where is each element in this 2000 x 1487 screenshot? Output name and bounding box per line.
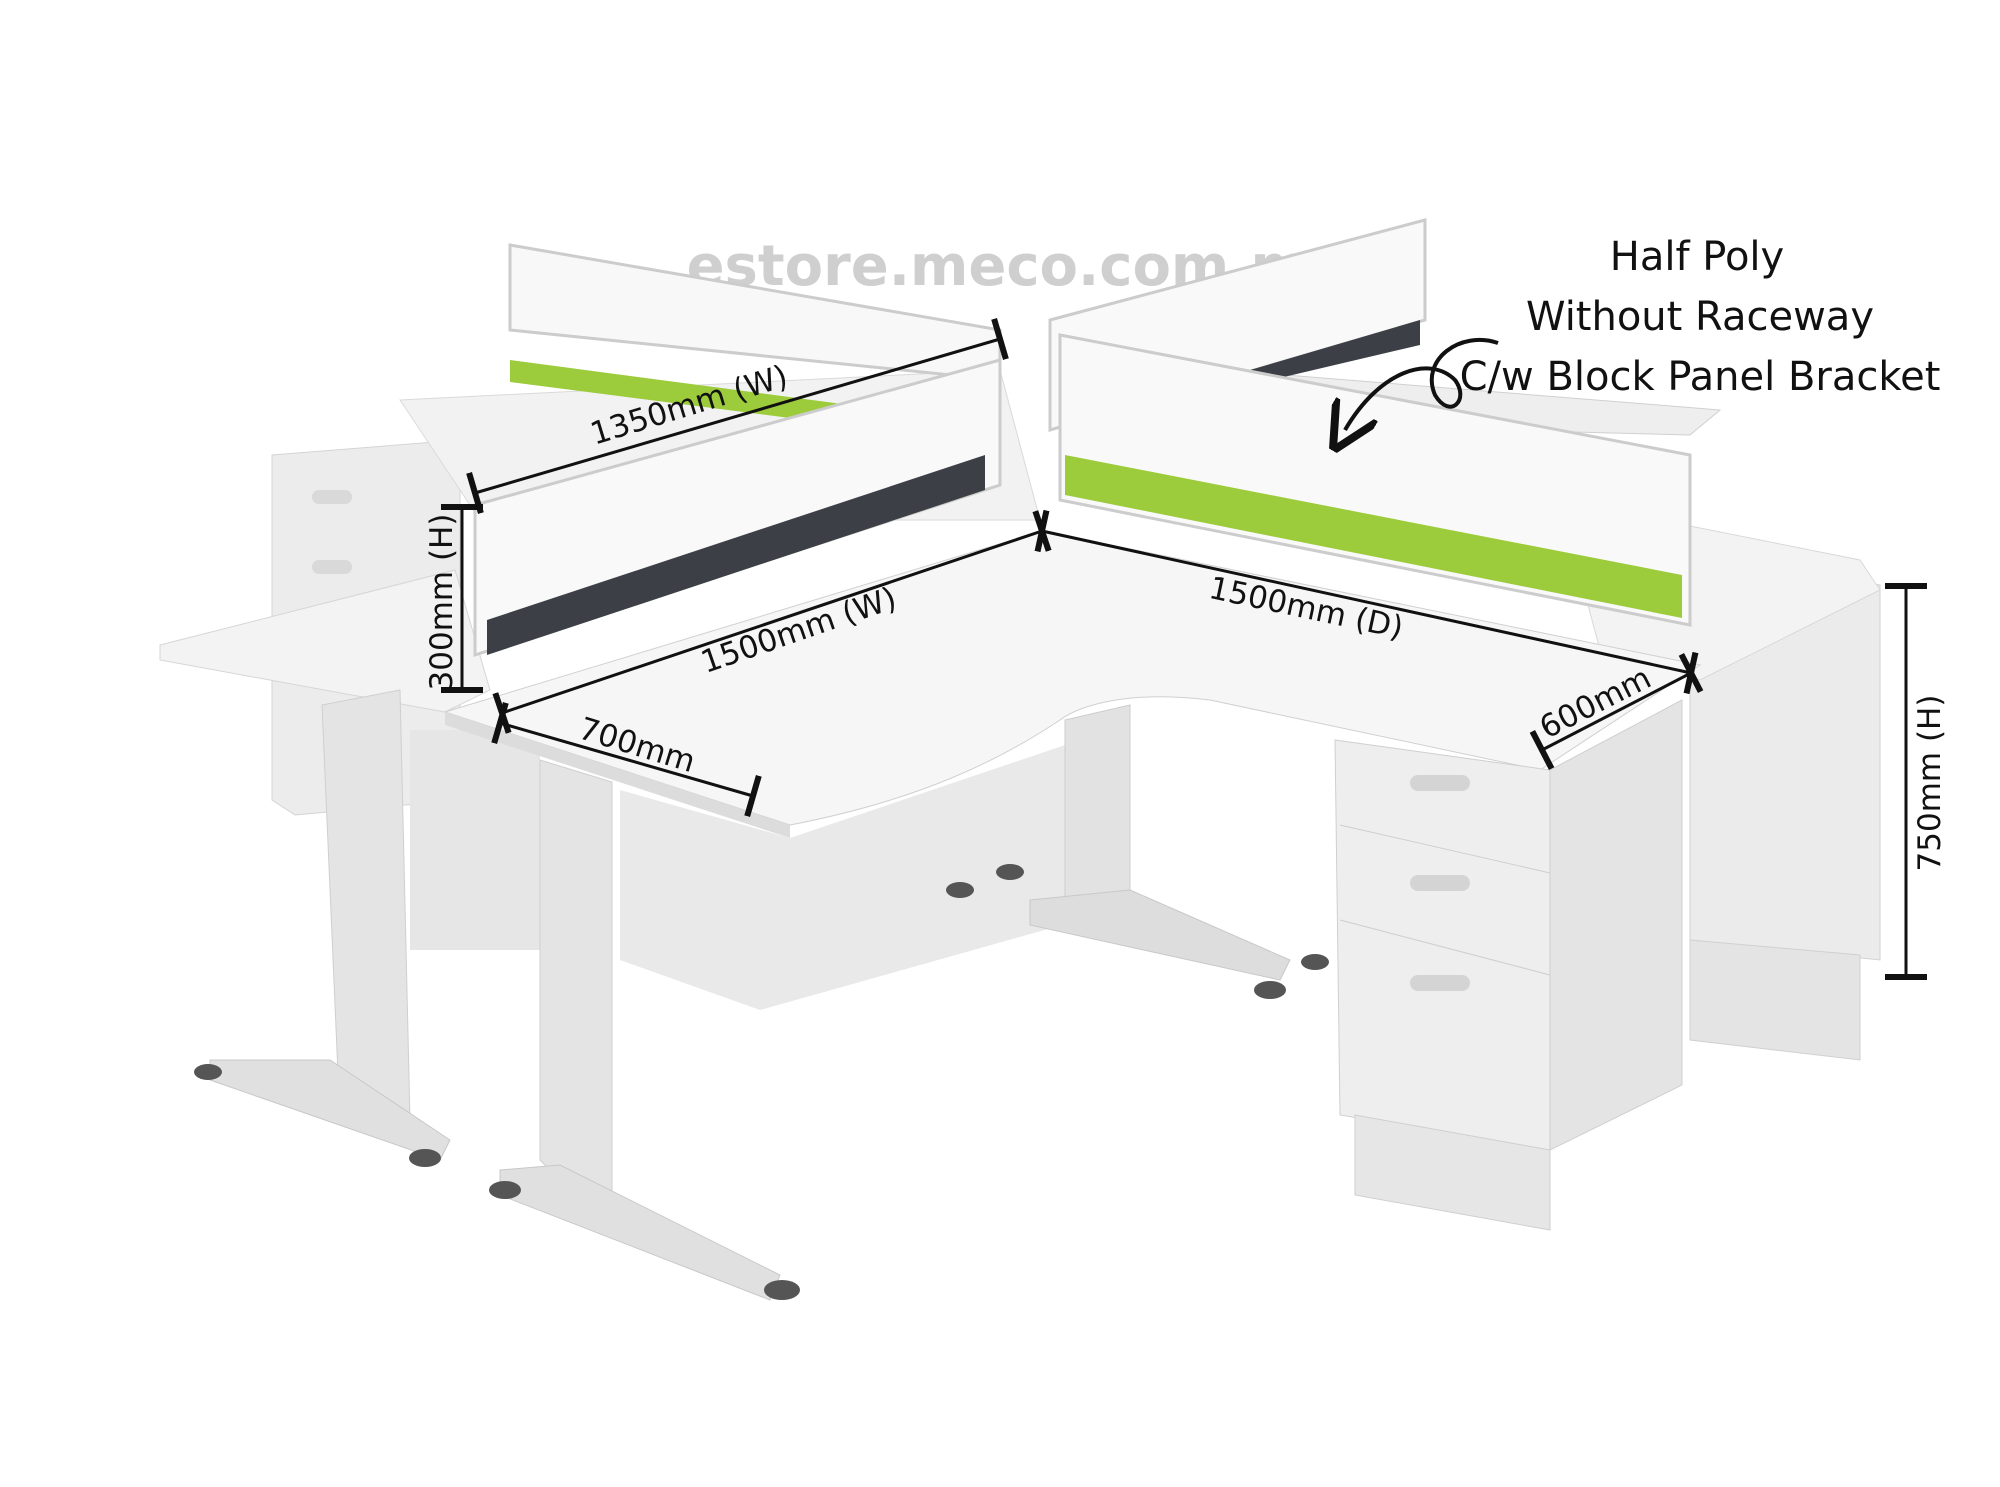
left-desk-top [159,569,491,713]
dimension-lines [441,318,1927,980]
front-pedestal [1334,699,1683,1231]
desk-height-label: 750mm (H) [1912,695,1948,872]
front-foot [499,1164,781,1301]
left-leg [321,689,411,1121]
note-line-2: Without Raceway [1526,294,1874,340]
left-foot [209,1059,451,1161]
front-leg [539,759,613,1201]
note-line-1: Half Poly [1610,234,1784,280]
note-line-3: C/w Block Panel Bracket [1460,354,1941,400]
curved-arrow-icon [1345,337,1499,430]
panel-height-label: 300mm (H) [424,514,460,691]
center-leg [1064,704,1131,901]
left-modesty-panel [410,730,540,950]
